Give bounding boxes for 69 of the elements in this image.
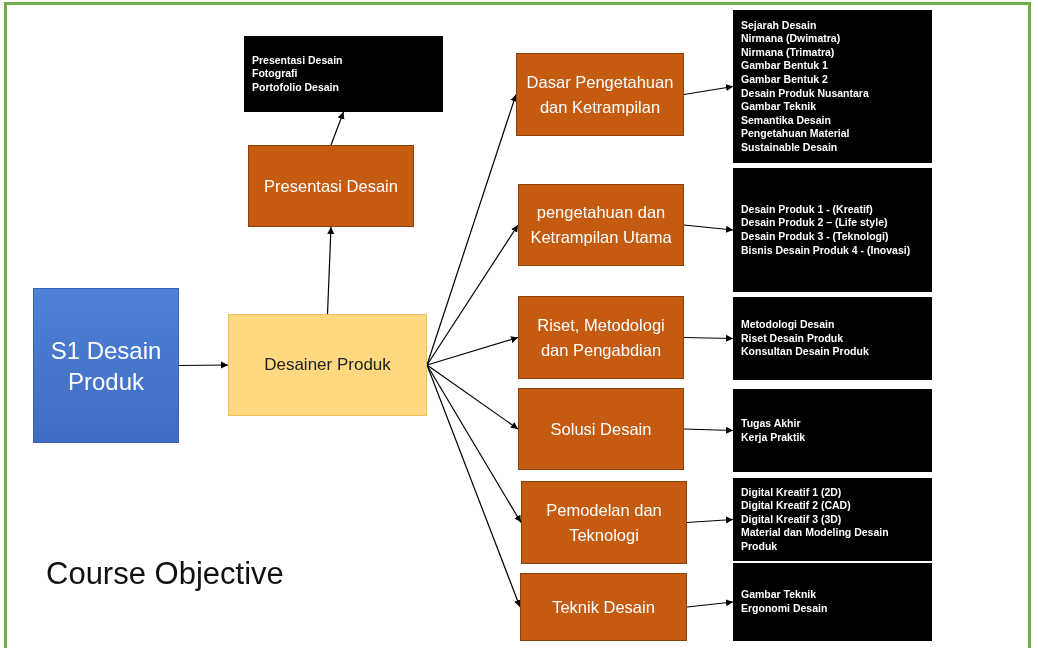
course-name: Portofolio Desain — [252, 80, 339, 95]
box-label: Pemodelan dan Teknologi — [545, 499, 663, 546]
course-name: Nirmana (Dwimatra) — [741, 32, 841, 46]
course-name: Sejarah Desain — [741, 18, 817, 33]
course-name: Desain Produk Nusantara — [741, 86, 869, 101]
course-name: Gambar Bentuk 2 — [741, 72, 828, 87]
course-name: Gambar Teknik — [741, 588, 817, 602]
box-label: S1 Desain Produk — [49, 335, 163, 397]
arrow — [330, 111, 345, 146]
course-list-box — [733, 563, 932, 641]
box-label: Solusi Desain — [550, 418, 652, 440]
course-list-box — [733, 297, 932, 380]
process-box — [518, 296, 684, 379]
box-label: Presentasi Desain — [264, 175, 398, 197]
course-list-box — [244, 36, 443, 112]
diagram-title: Course Objective — [46, 556, 284, 592]
arrow — [683, 84, 734, 96]
course-name: Desain Produk 3 - (Teknologi) — [741, 230, 889, 244]
arrow — [426, 364, 519, 430]
course-name: Digital Kreatif 1 (2D) — [741, 485, 842, 500]
course-list-box — [733, 10, 932, 163]
course-name: Digital Kreatif 3 (3D) — [741, 512, 842, 527]
arrow — [683, 426, 734, 434]
arrow — [426, 336, 519, 366]
process-box — [33, 288, 179, 443]
arrow — [178, 361, 229, 369]
arrow — [683, 224, 734, 233]
arrow — [426, 364, 521, 608]
arrow — [426, 364, 522, 524]
arrow — [426, 93, 518, 366]
course-name: Semantika Desain — [741, 113, 831, 128]
course-name: Sustainable Desain — [741, 140, 838, 155]
box-label: Desainer Produk — [264, 355, 391, 375]
process-box — [518, 388, 684, 470]
course-name: Desain Produk 2 – (Life style) — [741, 216, 888, 230]
course-name: Pengetahuan Material — [741, 127, 850, 141]
course-name: Nirmana (Trimatra) — [741, 45, 835, 60]
course-name: Presentasi Desain — [252, 53, 343, 68]
course-name: Gambar Teknik — [741, 100, 817, 114]
course-name: Ergonomi Desain — [741, 602, 828, 616]
course-name: Bisnis Desain Produk 4 - (Inovasi) — [741, 243, 911, 258]
process-box — [520, 573, 687, 641]
arrow — [686, 516, 734, 524]
arrow — [683, 334, 734, 342]
process-box — [518, 184, 684, 266]
arrow — [686, 599, 734, 608]
course-name: Digital Kreatif 2 (CAD) — [741, 499, 851, 513]
course-name: Riset Desain Produk — [741, 331, 844, 346]
box-label: Dasar Pengetahuan dan Ketrampilan — [525, 71, 675, 118]
course-name: Fotografi — [252, 67, 298, 81]
course-name: Material dan Modeling Desain Produk — [741, 526, 890, 554]
course-name: Desain Produk 1 - (Kreatif) — [741, 202, 873, 217]
arrow — [426, 224, 519, 366]
box-label: pengetahuan dan Ketrampilan Utama — [529, 202, 673, 248]
process-box — [228, 314, 427, 416]
course-list-box — [733, 168, 932, 292]
process-box — [521, 481, 687, 564]
process-box — [248, 145, 414, 227]
course-name: Konsultan Desain Produk — [741, 345, 869, 359]
course-name: Kerja Praktik — [741, 430, 806, 445]
course-name: Metodologi Desain — [741, 318, 835, 332]
course-name: Gambar Bentuk 1 — [741, 59, 828, 73]
arrow — [326, 226, 335, 315]
box-label: Riset, Metodologi dan Pengabdian — [536, 314, 666, 361]
box-label: Teknik Desain — [552, 596, 655, 618]
course-list-box — [733, 389, 932, 472]
course-list-box — [733, 478, 932, 561]
process-box — [516, 53, 684, 136]
course-name: Tugas Akhir — [741, 416, 801, 431]
